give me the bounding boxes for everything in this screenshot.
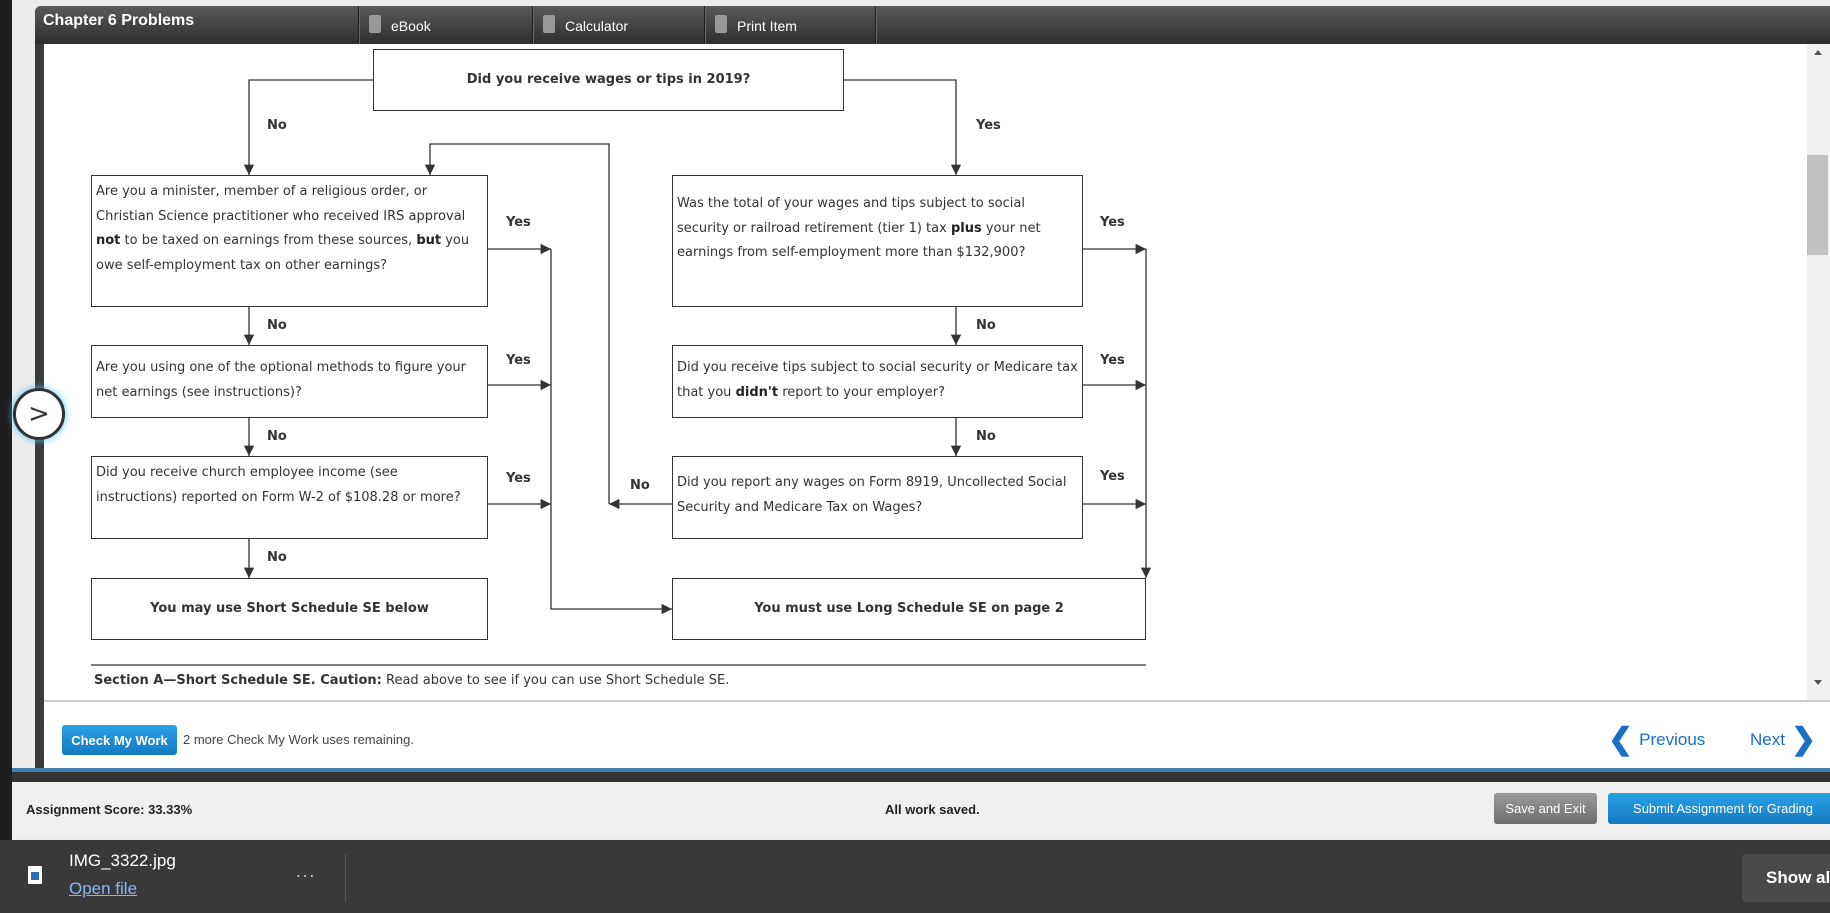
- chevron-right-icon: ❯: [1790, 723, 1817, 756]
- question-wages-total: Was the total of your wages and tips sub…: [672, 175, 1083, 307]
- question-wages-tips: Did you receive wages or tips in 2019?: [373, 49, 844, 111]
- label-no: No: [976, 318, 996, 333]
- label-no: No: [267, 550, 287, 565]
- tab-divider: [875, 6, 877, 44]
- result-long-schedule: You must use Long Schedule SE on page 2: [672, 578, 1146, 640]
- tab-label: Print Item: [737, 18, 797, 34]
- submit-assignment-button[interactable]: Submit Assignment for Grading: [1608, 793, 1830, 824]
- divider: [345, 854, 346, 902]
- assignment-score: Assignment Score: 33.33%: [26, 802, 193, 817]
- divider: [12, 772, 1830, 782]
- expand-panel-button[interactable]: >: [13, 388, 65, 440]
- label-no: No: [267, 118, 287, 133]
- check-remaining-text: 2 more Check My Work uses remaining.: [183, 732, 414, 747]
- previous-button[interactable]: ❮Previous: [1608, 722, 1705, 757]
- question-minister: Are you a minister, member of a religiou…: [91, 175, 488, 307]
- label-yes: Yes: [1100, 469, 1125, 484]
- label-no: No: [976, 429, 996, 444]
- scrollbar-thumb[interactable]: [1807, 155, 1828, 255]
- result-short-schedule: You may use Short Schedule SE below: [91, 578, 488, 640]
- status-bar: Assignment Score: 33.33% All work saved.…: [12, 782, 1830, 838]
- tab-calculator[interactable]: Calculator: [532, 6, 704, 44]
- tab-print-item[interactable]: Print Item: [704, 6, 875, 44]
- label-yes: Yes: [1100, 215, 1125, 230]
- show-all-button[interactable]: Show all: [1742, 854, 1830, 902]
- next-label: Next: [1750, 729, 1785, 749]
- label-no: No: [267, 318, 287, 333]
- question-optional-methods: Are you using one of the optional method…: [91, 345, 488, 418]
- download-bar: IMG_3322.jpg Open file ... Show all: [0, 840, 1830, 913]
- assignment-title: Chapter 6 Problems: [43, 12, 195, 29]
- section-a-caption: Section A—Short Schedule SE. Caution: Re…: [94, 673, 729, 688]
- tab-label: eBook: [391, 18, 431, 34]
- section-heading: Section A—Short Schedule SE. Caution:: [94, 673, 382, 688]
- label-yes: Yes: [976, 118, 1001, 133]
- question-form-8919: Did you report any wages on Form 8919, U…: [672, 456, 1083, 539]
- header-bar: Chapter 6 Problems eBook Calculator Prin…: [35, 6, 1830, 44]
- download-filename: IMG_3322.jpg: [69, 851, 176, 870]
- question-church-income: Did you receive church employee income (…: [91, 456, 488, 539]
- save-status: All work saved.: [885, 802, 980, 817]
- chevron-left-icon: ❮: [1608, 723, 1634, 756]
- scroll-down-icon[interactable]: [1814, 680, 1822, 685]
- save-and-exit-button[interactable]: Save and Exit: [1494, 793, 1597, 824]
- chevron-right-icon: >: [28, 399, 50, 429]
- tab-ebook[interactable]: eBook: [358, 6, 532, 44]
- print-icon: [715, 15, 727, 33]
- open-file-link[interactable]: Open file: [69, 879, 138, 898]
- label-no: No: [630, 478, 650, 493]
- more-options-icon[interactable]: ...: [296, 862, 317, 881]
- problem-content: Did you receive wages or tips in 2019? A…: [44, 44, 1830, 700]
- question-unreported-tips: Did you receive tips subject to social s…: [672, 345, 1083, 418]
- label-yes: Yes: [1100, 353, 1125, 368]
- label-yes: Yes: [506, 215, 531, 230]
- problem-footer: Check My Work 2 more Check My Work uses …: [44, 700, 1830, 768]
- previous-label: Previous: [1639, 729, 1706, 749]
- tab-label: Calculator: [565, 18, 629, 34]
- image-file-icon: [28, 866, 42, 884]
- label-yes: Yes: [506, 353, 531, 368]
- check-my-work-button[interactable]: Check My Work: [62, 725, 177, 755]
- scroll-up-icon[interactable]: [1814, 50, 1822, 55]
- label-yes: Yes: [506, 471, 531, 486]
- divider: [12, 768, 1830, 772]
- next-button[interactable]: Next❯: [1750, 722, 1816, 757]
- book-icon: [369, 15, 381, 33]
- label-no: No: [267, 429, 287, 444]
- section-text: Read above to see if you can use Short S…: [381, 673, 730, 688]
- flowchart-connectors: [91, 79, 1152, 666]
- scrollbar[interactable]: [1807, 44, 1830, 700]
- page-edge: [0, 0, 12, 840]
- calculator-icon: [543, 15, 555, 33]
